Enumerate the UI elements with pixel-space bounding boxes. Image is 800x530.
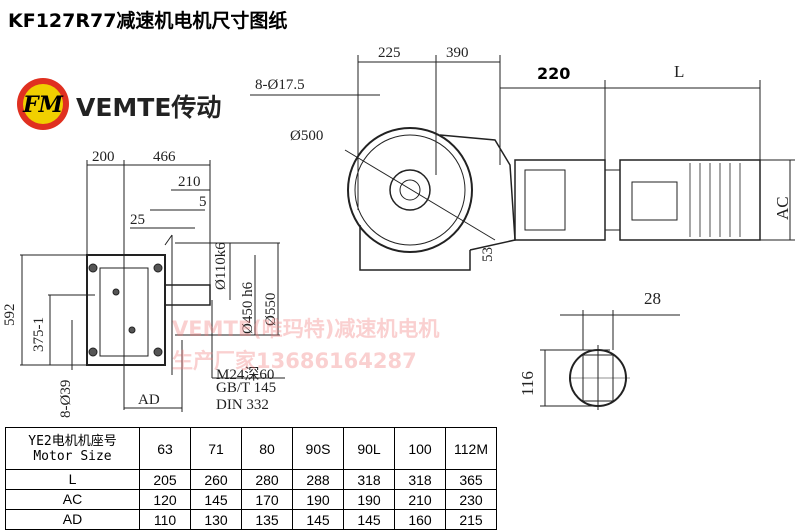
dim-592: 592 xyxy=(2,303,18,327)
table-row: AC 120 145 170 190 190 210 230 xyxy=(5,489,497,510)
cell: 120 xyxy=(139,489,191,510)
motor-size-table: YE2电机机座号 Motor Size 63 71 80 90S 90L 100… xyxy=(5,427,497,530)
cell: 288 xyxy=(292,469,344,490)
dim-5: 5 xyxy=(199,194,207,210)
dim-116: 116 xyxy=(518,371,537,396)
dim-shaft-diameter: Ø110k6 xyxy=(213,242,229,290)
brand-logo-icon: FM xyxy=(17,78,69,130)
watermark-line-1: VEMTE(唯玛特)减速机电机 xyxy=(172,317,440,341)
dim-390: 390 xyxy=(446,45,469,61)
header-motor-size: YE2电机机座号 Motor Size xyxy=(5,427,140,470)
size-cell: 80 xyxy=(241,427,293,470)
dim-225: 225 xyxy=(378,45,401,61)
dim-ad: AD xyxy=(138,392,160,408)
cell: 280 xyxy=(241,469,293,490)
shaft-section-drawing xyxy=(540,310,680,410)
note-gbt: GB/T 145 xyxy=(216,380,277,396)
dim-466: 466 xyxy=(153,149,176,165)
table-header-row: YE2电机机座号 Motor Size 63 71 80 90S 90L 100… xyxy=(5,427,497,470)
note-din-text: DIN 332 xyxy=(216,397,269,413)
svg-text:FM: FM xyxy=(22,92,64,118)
header-cn: YE2电机机座号 xyxy=(28,433,117,449)
cell: 230 xyxy=(445,489,497,510)
cell: 145 xyxy=(190,489,242,510)
row-label: L xyxy=(5,469,140,490)
brand-name: VEMTE传动 xyxy=(76,93,222,122)
dim-AC: AC xyxy=(773,196,792,220)
left-view-drawing xyxy=(20,160,285,412)
cell: 190 xyxy=(292,489,344,510)
cell: 170 xyxy=(241,489,293,510)
cell: 365 xyxy=(445,469,497,490)
size-cell: 71 xyxy=(190,427,242,470)
page-title: KF127R77减速机电机尺寸图纸 xyxy=(8,10,288,32)
right-view-drawing xyxy=(250,55,795,271)
size-cell: 90L xyxy=(343,427,395,470)
size-cell: 100 xyxy=(394,427,446,470)
dim-bolt-holes: 8-Ø17.5 xyxy=(255,77,305,93)
dim-210: 210 xyxy=(178,174,201,190)
cell: 130 xyxy=(190,509,242,530)
cell: 110 xyxy=(139,509,191,530)
cell: 145 xyxy=(292,509,344,530)
cell: 190 xyxy=(343,489,395,510)
cell: 210 xyxy=(394,489,446,510)
dim-25: 25 xyxy=(130,212,145,228)
cell: 135 xyxy=(241,509,293,530)
dim-200: 200 xyxy=(92,149,115,165)
table-row: L 205 260 280 288 318 318 365 xyxy=(5,469,497,490)
dim-220: 220 xyxy=(537,64,571,83)
size-cell: 112M xyxy=(445,427,497,470)
cell: 318 xyxy=(343,469,395,490)
size-cell: 63 xyxy=(139,427,191,470)
header-en: Motor Size xyxy=(33,448,112,464)
cell: 318 xyxy=(394,469,446,490)
dim-holes: 8-Ø39 xyxy=(58,379,74,418)
row-label: AD xyxy=(5,509,140,530)
size-cell: 90S xyxy=(292,427,344,470)
row-label: AC xyxy=(5,489,140,510)
dim-375: 375-1 xyxy=(31,317,47,352)
dim-53: 53 xyxy=(480,247,496,262)
table-row: AD 110 130 135 145 145 160 215 xyxy=(5,509,497,530)
cell: 215 xyxy=(445,509,497,530)
dim-28: 28 xyxy=(644,289,661,308)
cell: 205 xyxy=(139,469,191,490)
cell: 260 xyxy=(190,469,242,490)
watermark-line-2: 生产厂家13686164287 xyxy=(172,349,417,373)
dim-flange: Ø500 xyxy=(290,128,324,144)
dim-L: L xyxy=(674,62,685,81)
cell: 145 xyxy=(343,509,395,530)
note-thread: M24深60 xyxy=(216,367,275,383)
cell: 160 xyxy=(394,509,446,530)
